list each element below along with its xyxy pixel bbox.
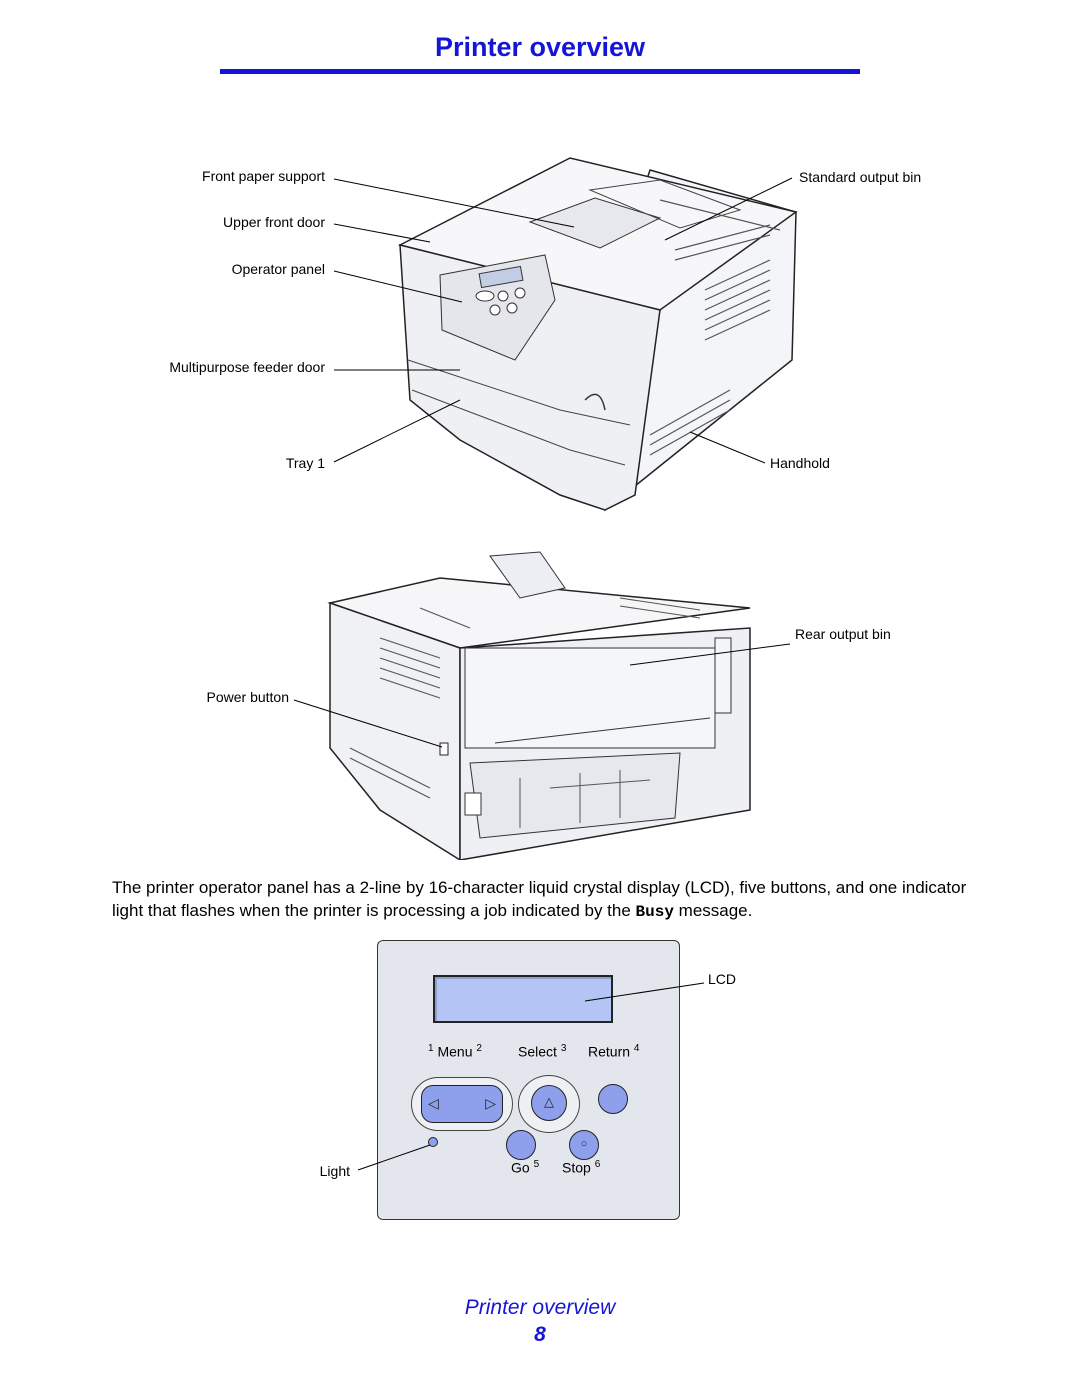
return-label: Return 4 <box>588 1043 640 1060</box>
page-title: Printer overview <box>434 32 646 62</box>
page-number: 8 <box>534 1323 546 1346</box>
label-power-button: Power button <box>206 689 290 705</box>
body-text-before: The printer operator panel has a 2-line … <box>112 878 967 920</box>
select-triangle-icon[interactable]: △ <box>544 1094 554 1109</box>
lcd-display <box>433 975 613 1023</box>
go-button[interactable] <box>506 1130 536 1160</box>
go-label: Go 5 <box>511 1159 540 1176</box>
label-front-paper-support: Front paper support <box>202 168 325 184</box>
title-rule <box>220 69 860 74</box>
front-callout-lines <box>333 177 793 464</box>
menu-left-arrow-icon[interactable]: ◁ <box>428 1095 439 1111</box>
label-upper-front-door: Upper front door <box>223 214 325 230</box>
body-text-after: message. <box>673 901 753 920</box>
menu-right-arrow-icon[interactable]: ▷ <box>485 1095 496 1111</box>
operator-panel-closeup: ◁ ▷ △ ○ 1 Menu 2 Select 3 Return 4 Go 5 … <box>377 940 680 1220</box>
label-handhold: Handhold <box>770 455 830 471</box>
return-button[interactable] <box>598 1084 628 1114</box>
label-operator-panel: Operator panel <box>231 261 325 277</box>
label-multipurpose-feeder-door: Multipurpose feeder door <box>169 359 325 375</box>
printer-front-illustration <box>397 157 798 512</box>
select-button[interactable]: △ <box>531 1085 567 1121</box>
label-rear-output-bin: Rear output bin <box>795 626 891 642</box>
label-tray-1: Tray 1 <box>285 455 325 471</box>
label-standard-output-bin: Standard output bin <box>799 169 922 185</box>
menu-label: 1 Menu 2 <box>428 1043 482 1060</box>
label-lcd: LCD <box>708 971 737 987</box>
footer-title: Printer overview <box>464 1296 616 1319</box>
stop-circle-icon[interactable]: ○ <box>580 1138 588 1150</box>
body-paragraph: The printer operator panel has a 2-line … <box>112 876 972 924</box>
rear-callout-lines <box>293 643 791 748</box>
label-light: Light <box>319 1163 350 1179</box>
indicator-light <box>428 1137 438 1147</box>
stop-label: Stop 6 <box>562 1159 601 1176</box>
menu-button[interactable]: ◁ ▷ <box>421 1085 503 1123</box>
panel-callout-lines <box>357 982 705 1171</box>
select-label: Select 3 <box>518 1043 567 1060</box>
printer-rear-illustration <box>327 551 751 860</box>
select-button-housing <box>518 1075 580 1133</box>
stop-button[interactable]: ○ <box>569 1130 599 1160</box>
busy-code: Busy <box>635 903 674 921</box>
